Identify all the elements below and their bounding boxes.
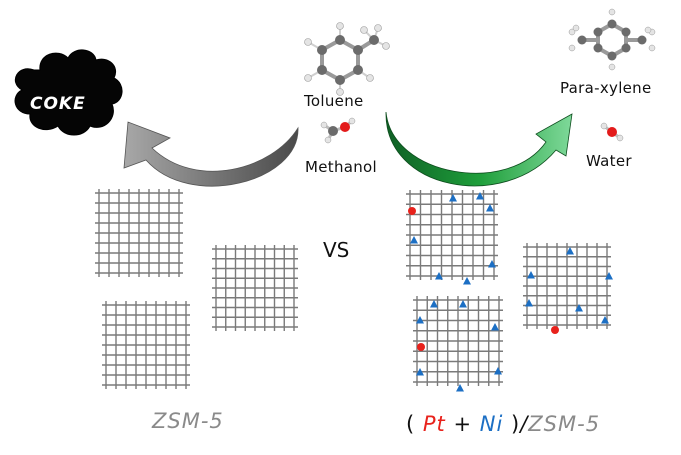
- para-xylene-molecule-icon: [568, 8, 656, 71]
- para-xylene-label: Para-xylene: [560, 79, 652, 97]
- ni-site-triangle-icon: [605, 272, 613, 280]
- toluene-molecule-icon: [304, 22, 390, 96]
- pt-site-dot-icon: [551, 326, 559, 334]
- ni-site-triangle-icon: [459, 300, 467, 308]
- pt-ni-zsm5-pore-grid: [413, 296, 503, 386]
- coke-cloud: [14, 49, 123, 136]
- versus-label: VS: [323, 238, 350, 262]
- close-paren: ): [511, 412, 521, 436]
- plus-sign: +: [453, 412, 473, 436]
- ni-site-triangle-icon: [486, 204, 494, 212]
- zsm5-pore-grid: [212, 245, 298, 331]
- metal-site-markers: [408, 192, 613, 392]
- ni-site-triangle-icon: [463, 277, 471, 285]
- zsm5-pore-grid: [95, 189, 183, 277]
- water-label: Water: [586, 152, 632, 170]
- methanol-label: Methanol: [305, 158, 378, 176]
- ni-site-triangle-icon: [435, 272, 443, 280]
- pt-site-dot-icon: [408, 207, 416, 215]
- ni-site-triangle-icon: [527, 271, 535, 279]
- ni-site-triangle-icon: [601, 316, 609, 324]
- coke-label: COKE: [30, 94, 86, 114]
- ni-site-triangle-icon: [410, 236, 418, 244]
- ni-site-triangle-icon: [525, 299, 533, 307]
- ni-site-triangle-icon: [476, 192, 484, 200]
- open-paren: (: [406, 412, 416, 436]
- ni-site-triangle-icon: [575, 304, 583, 312]
- ni-site-triangle-icon: [449, 194, 457, 202]
- toluene-label: Toluene: [304, 92, 364, 110]
- ni-site-triangle-icon: [491, 323, 499, 331]
- slash: /: [520, 412, 529, 436]
- ni-site-triangle-icon: [430, 300, 438, 308]
- pt-site-dot-icon: [417, 343, 425, 351]
- ni-site-triangle-icon: [488, 260, 496, 268]
- ni-label: Ni: [479, 412, 504, 436]
- para-xylene-formation-arrow: [385, 111, 573, 187]
- water-molecule-icon: [600, 122, 624, 142]
- ni-site-triangle-icon: [566, 247, 574, 255]
- ni-site-triangle-icon: [416, 316, 424, 324]
- ni-site-triangle-icon: [494, 367, 502, 375]
- methanol-molecule-icon: [320, 117, 356, 144]
- zsm5-pore-grid: [102, 301, 190, 389]
- pt-label: Pt: [422, 412, 446, 436]
- catalyst-caption: ( Pt + Ni )/ZSM-5: [406, 412, 600, 436]
- zsm5-caption: ZSM-5: [152, 409, 224, 433]
- ni-site-triangle-icon: [416, 368, 424, 376]
- coke-formation-arrow: [123, 121, 299, 187]
- ni-site-triangle-icon: [456, 384, 464, 392]
- catalyst-zsm5-label: ZSM-5: [528, 412, 601, 436]
- pt-ni-zsm5-pore-grid: [523, 243, 611, 329]
- pt-ni-zsm5-pore-grid: [406, 190, 498, 280]
